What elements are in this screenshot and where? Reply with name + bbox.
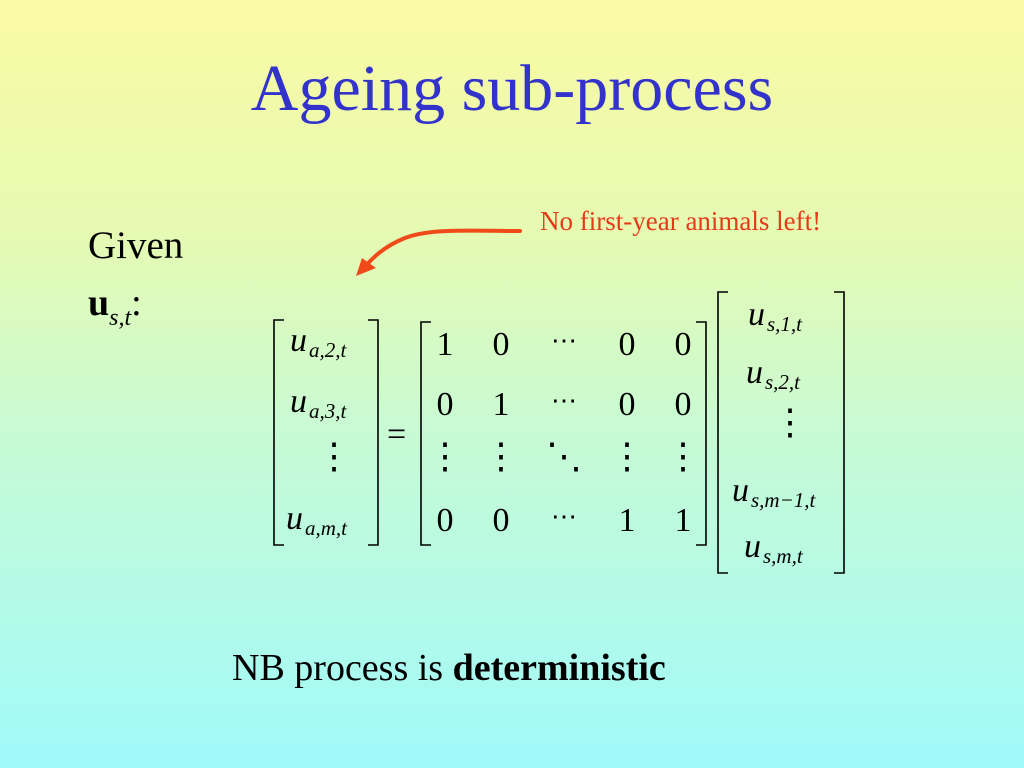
matrix-cell: 0 [674,386,692,423]
matrix-cell: 0 [436,502,454,539]
lhs-left-bracket [273,319,284,546]
given-colon: : [131,282,142,324]
matrix-cell: 1 [492,386,510,423]
matrix-cell: 0 [618,386,636,423]
lhs-entry: ua,3,t [290,383,347,423]
matrix-left-bracket [420,321,431,546]
matrix-right-bracket [696,321,707,546]
matrix-cell: 1 [618,502,636,539]
bottom-note-bold: deterministic [452,647,666,689]
matrix-cell: 0 [436,386,454,423]
annotation-text: No first-year animals left! [540,206,822,236]
bottom-note-prefix: NB process is [232,647,453,689]
lhs-entry: ua,2,t [290,322,347,362]
matrix-cell: 0 [618,326,636,363]
rhs-entry: us,m,t [744,528,803,568]
bottom-note: NB process is deterministic [232,646,666,690]
rhs-vdots: ⋮ [772,402,808,442]
matrix-cell: ⋮ [483,436,519,476]
matrix-cell: 0 [674,326,692,363]
matrix-cell: 0 [492,326,510,363]
lhs-vdots: ⋮ [316,436,352,476]
rhs-right-bracket [834,291,845,574]
matrix-cell: 1 [436,326,454,363]
given-variable: us,t: [88,284,142,330]
matrix-cell: ⋱ [546,436,582,476]
matrix-cell: ⋯ [551,386,577,415]
given-var-subscript: s,t [109,305,132,331]
rhs-entry: us,1,t [748,296,803,336]
matrix-cell: ⋯ [551,502,577,531]
rhs-entry: us,2,t [746,354,801,394]
equals-sign: = [387,416,407,453]
rhs-entry: us,m−1,t [732,472,816,512]
rhs-left-bracket [717,291,728,574]
matrix-cell: ⋮ [427,436,463,476]
matrix-cell: ⋮ [665,436,701,476]
matrix-cell: 0 [492,502,510,539]
given-label: Given [88,224,184,267]
lhs-right-bracket [368,319,379,546]
lhs-entry: ua,m,t [286,500,347,540]
matrix-cell: ⋯ [551,326,577,355]
matrix-cell: 1 [674,502,692,539]
given-var-symbol: u [88,282,110,324]
slide-title: Ageing sub-process [250,52,774,125]
matrix-cell: ⋮ [609,436,645,476]
